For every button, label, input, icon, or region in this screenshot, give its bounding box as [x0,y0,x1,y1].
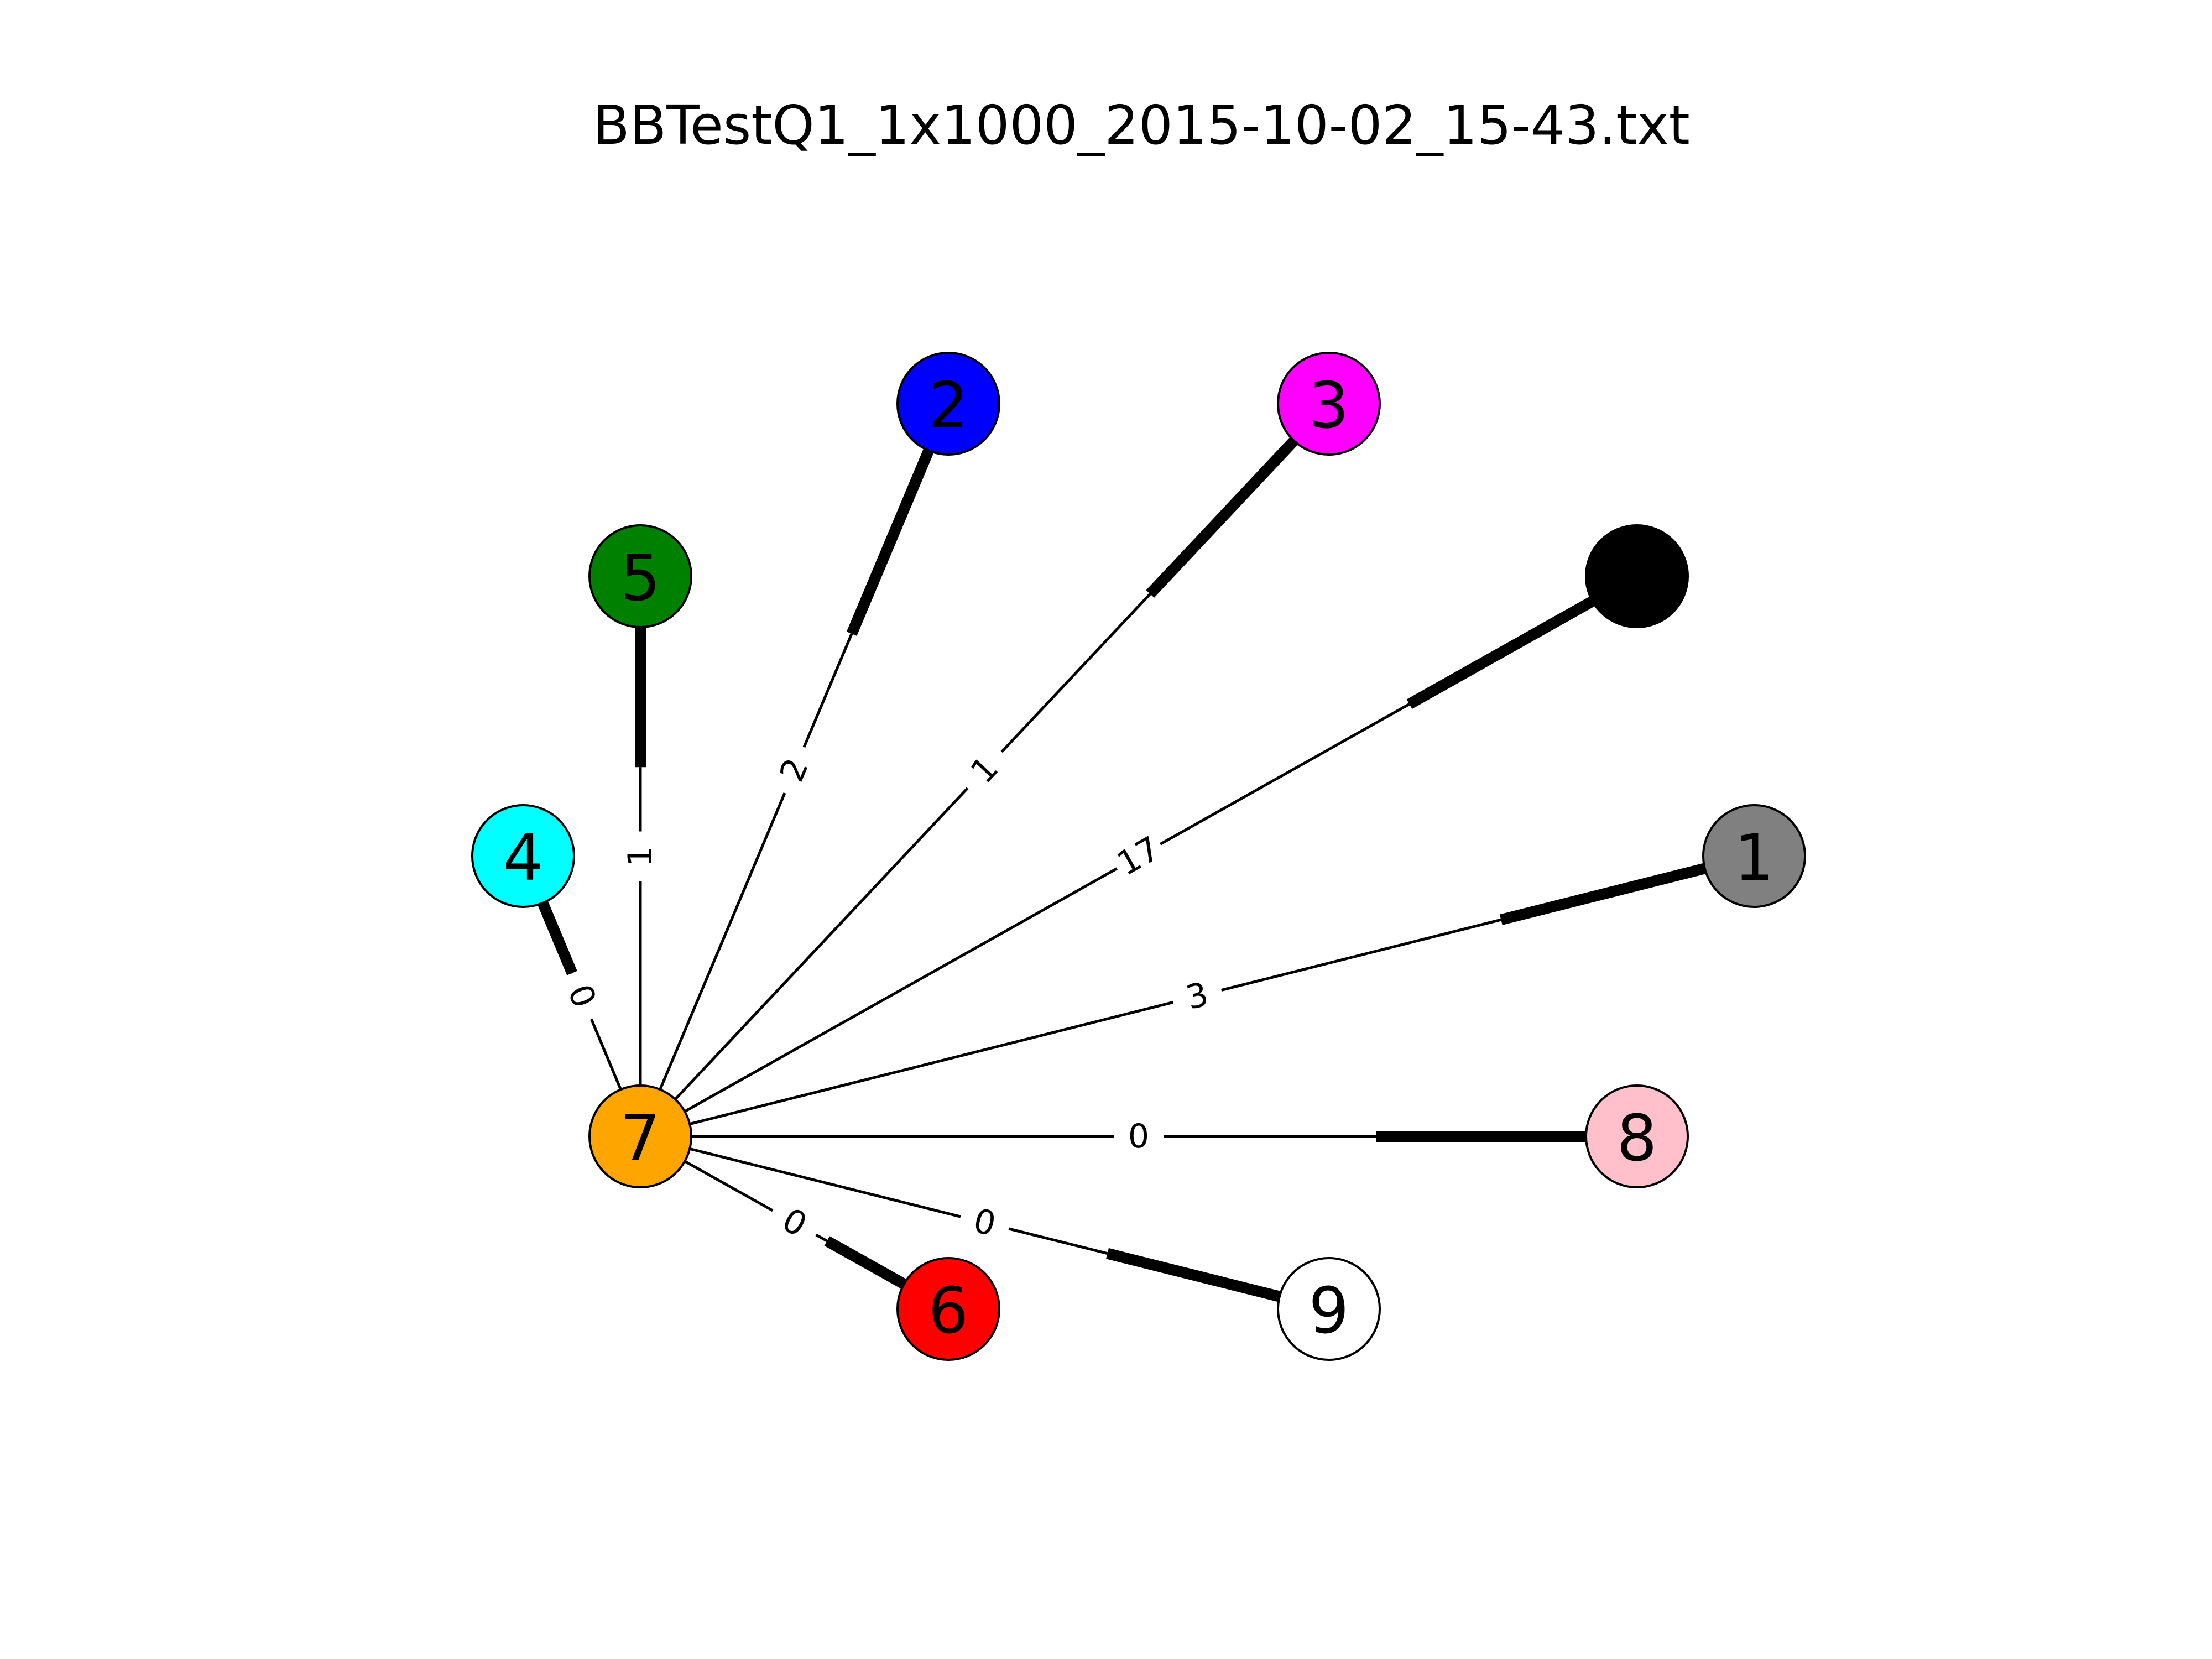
node-2: 2 [896,352,1000,456]
edge-label-7-blank: 17 [1111,829,1167,883]
edge-label-7-8: 0 [1128,1117,1149,1156]
edge-label-7-5: 1 [621,846,660,867]
node-4: 4 [471,804,575,908]
edge-7-3 [674,437,1298,1100]
edge-7-9 [689,1147,1281,1302]
node-8: 8 [1585,1084,1689,1188]
node-label-5: 5 [620,541,660,615]
edge-7-2 [659,448,934,1091]
node-label-1: 1 [1734,821,1774,895]
node-label-8: 8 [1616,1102,1657,1176]
node-label-3: 3 [1308,369,1349,443]
edge-7-blank [684,596,1595,1113]
node-label-9: 9 [1308,1274,1349,1348]
edge-7-1 [689,863,1707,1125]
node-5: 5 [588,524,692,628]
diagram-title: BBTestQ1_1x1000_2015-10-02_15-43.txt [593,94,1690,156]
node-label-7: 7 [620,1102,660,1176]
node-7: 7 [588,1084,692,1188]
node-blank [1585,524,1689,628]
node-6: 6 [896,1257,1000,1361]
node-1: 1 [1702,804,1806,908]
node-3: 3 [1277,352,1381,456]
node-label-4: 4 [503,821,543,895]
node-9: 9 [1277,1257,1381,1361]
node-label-2: 2 [928,369,968,443]
node-label-6: 6 [928,1274,968,1348]
